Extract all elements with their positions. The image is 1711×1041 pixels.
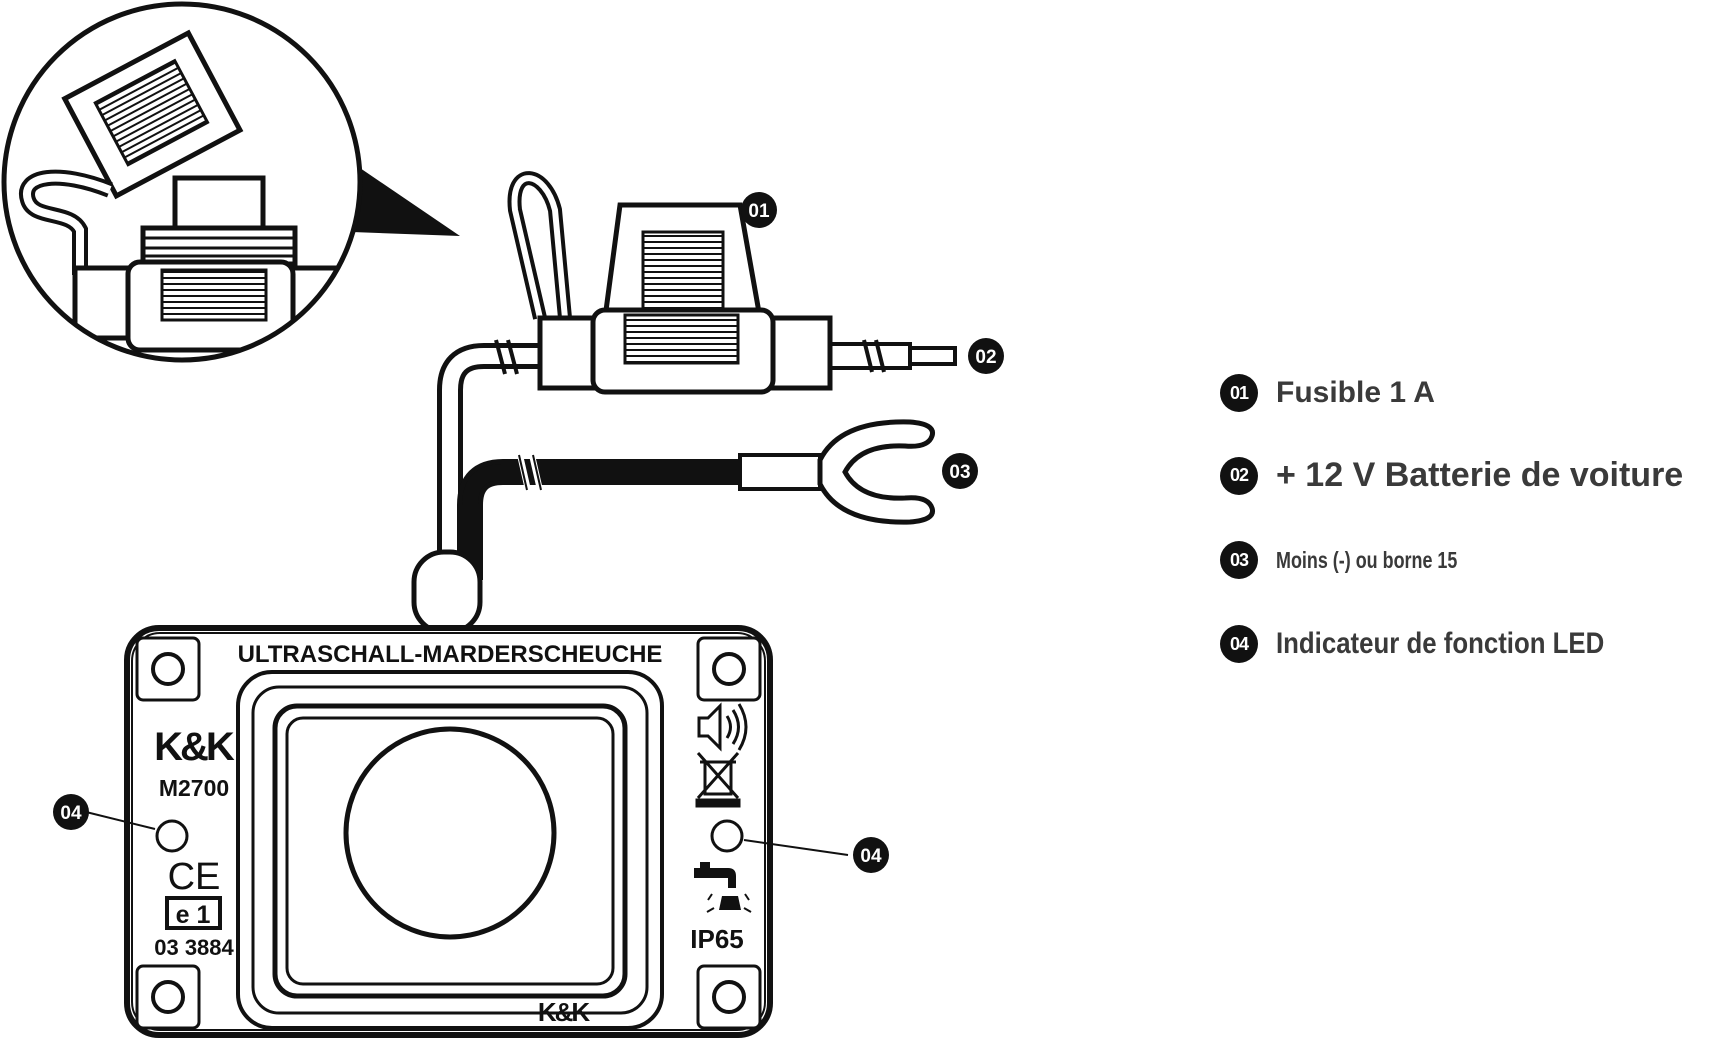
- legend-item-ground: 03 Moins (-) ou borne 15: [1220, 541, 1509, 579]
- fork-terminal: [738, 419, 935, 525]
- crossed-bin-icon: [695, 752, 741, 808]
- zoom-detail: [1, 1, 460, 363]
- legend-item-fuse: 01 Fusible 1 A: [1220, 374, 1435, 412]
- legend-item-led: 04 Indicateur de fonction LED: [1220, 625, 1658, 663]
- cables: [437, 339, 957, 580]
- model-number: M2700: [159, 775, 229, 801]
- ip-rating: IP65: [690, 924, 744, 954]
- legend-label: Moins (-) ou borne 15: [1276, 546, 1458, 573]
- ce-mark: CE: [168, 856, 221, 898]
- approval-number: 03 3884: [154, 935, 234, 960]
- fuse-holder: [507, 171, 833, 395]
- svg-text:04: 04: [860, 846, 882, 867]
- led-right: [710, 819, 744, 853]
- legend-label: Fusible 1 A: [1276, 376, 1435, 409]
- svg-text:01: 01: [748, 201, 770, 222]
- legend-number: 02: [1220, 456, 1258, 495]
- legend-label: + 12 V Batterie de voiture: [1276, 456, 1684, 494]
- svg-text:03: 03: [949, 462, 970, 483]
- legend-number: 03: [1220, 541, 1258, 579]
- legend-number: 04: [1220, 625, 1258, 663]
- svg-text:04: 04: [60, 803, 82, 824]
- leader-lines: [85, 811, 849, 856]
- device-title: ULTRASCHALL-MARDERSCHEUCHE: [238, 641, 663, 668]
- brand-logo-bottom: K&K: [538, 997, 591, 1027]
- callout-04-right: 04: [853, 837, 889, 873]
- svg-text:02: 02: [975, 347, 996, 368]
- brand-logo: K&K: [154, 725, 235, 769]
- legend-item-battery: 02 + 12 V Batterie de voiture: [1220, 456, 1683, 495]
- device-body: [124, 549, 773, 1038]
- e-mark: e 1: [176, 901, 211, 929]
- callout-01: 01: [741, 192, 777, 228]
- legend-label: Indicateur de fonction LED: [1276, 627, 1605, 660]
- callout-04-left: 04: [53, 794, 89, 830]
- callout-02: 02: [968, 338, 1004, 374]
- speaker-icon: [697, 702, 748, 752]
- water-tap-icon: [694, 862, 752, 913]
- led-left: [155, 819, 189, 853]
- legend-number: 01: [1220, 374, 1258, 412]
- callout-03: 03: [942, 453, 978, 489]
